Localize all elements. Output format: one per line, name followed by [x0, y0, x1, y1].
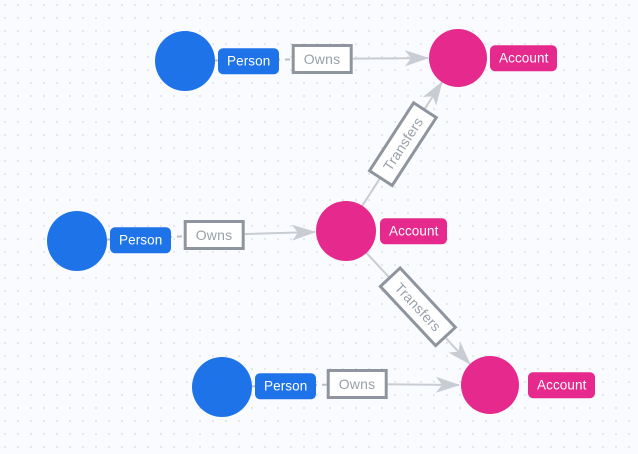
transfers-relationship-label[interactable]: Transfers [367, 100, 439, 188]
person-label-pill[interactable]: Person [255, 373, 317, 399]
account-label-pill[interactable]: Account [380, 218, 448, 244]
account-node[interactable] [461, 356, 519, 414]
person-node[interactable] [192, 357, 252, 417]
account-label-pill[interactable]: Account [490, 45, 558, 71]
owns-relationship-label[interactable]: Owns [183, 220, 245, 250]
transfers-relationship-label[interactable]: Transfers [378, 265, 458, 349]
account-node[interactable] [429, 29, 487, 87]
person-label-pill[interactable]: Person [110, 227, 172, 253]
person-label-pill[interactable]: Person [218, 48, 280, 74]
owns-relationship-label[interactable]: Owns [291, 44, 353, 74]
account-node[interactable] [316, 201, 376, 261]
owns-relationship-label[interactable]: Owns [326, 369, 388, 399]
account-label-pill[interactable]: Account [528, 372, 596, 398]
person-node[interactable] [155, 31, 215, 91]
person-node[interactable] [47, 211, 107, 271]
